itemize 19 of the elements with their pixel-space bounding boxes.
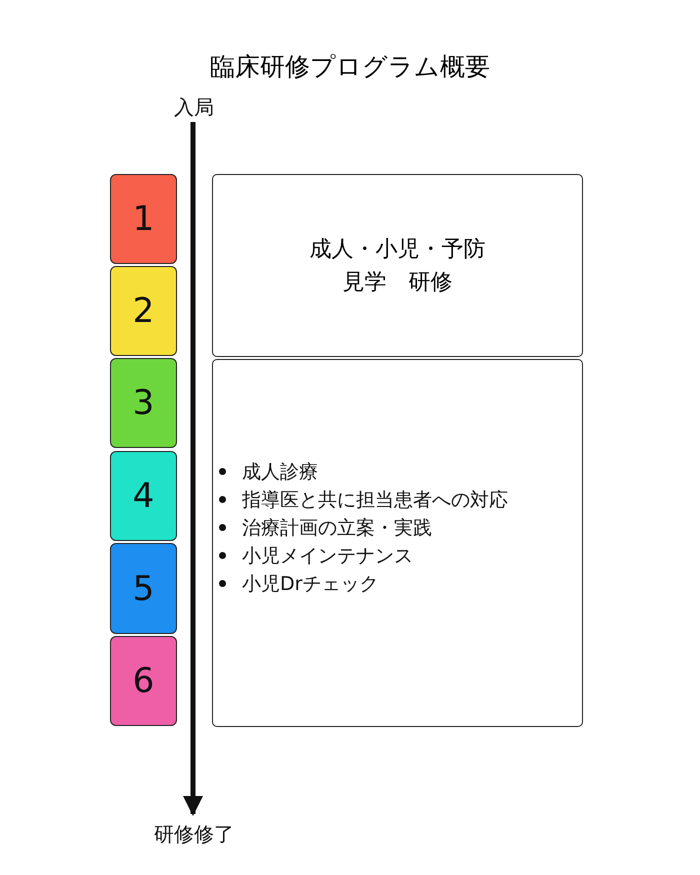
step-number-box: 4 [110, 451, 177, 541]
step-number-box: 3 [110, 358, 177, 448]
panel-text: 成人・小児・予防 [310, 236, 486, 264]
content-panel [212, 174, 583, 357]
step-number-box: 5 [110, 543, 177, 634]
bullet-item: 小児メインテナンス [213, 542, 508, 570]
timeline-label: 入局 [174, 94, 214, 120]
bullet-item: 治療計画の立案・実践 [213, 514, 508, 542]
panel-text: 見学 研修 [342, 268, 452, 296]
content-panel [212, 359, 583, 727]
timeline-label: 研修修了 [154, 820, 234, 848]
step-number-box: 6 [110, 636, 177, 726]
bullet-item: 成人診療 [213, 458, 508, 486]
bullet-item: 指導医と共に担当患者への対応 [213, 486, 508, 514]
bullet-item: 小児Drチェック [213, 570, 508, 598]
step-number-box: 1 [110, 174, 177, 264]
step-number-box: 2 [110, 266, 177, 356]
timeline-arrow [183, 122, 203, 816]
diagram-title: 臨床研修プログラム概要 [210, 51, 490, 83]
